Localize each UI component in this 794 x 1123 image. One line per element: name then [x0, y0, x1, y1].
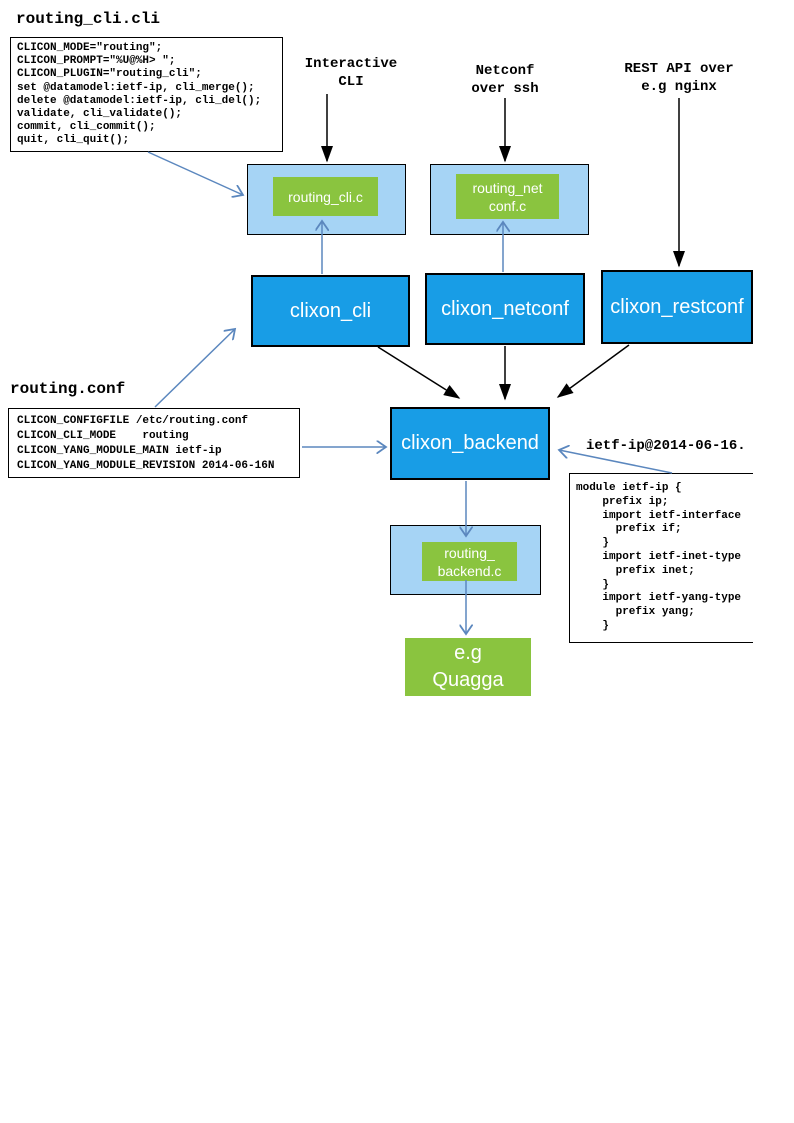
routing-cli-plugin-box: routing_cli.c: [247, 164, 406, 235]
arrow-clicode-to-plugin: [147, 151, 243, 195]
ietf-ip-module-codebox: module ietf-ip { prefix ip; import ietf-…: [569, 473, 753, 643]
clixon-restconf-box: clixon_restconf: [601, 270, 753, 344]
routing-conf-codebox: CLICON_CONFIGFILE /etc/routing.conf CLIC…: [8, 408, 300, 478]
arrow-conf-to-cli: [154, 329, 235, 408]
routing-cli-cli-codebox: CLICON_MODE="routing"; CLICON_PROMPT="%U…: [10, 37, 283, 152]
clixon-backend-box: clixon_backend: [390, 407, 550, 480]
netconf-over-ssh-label: Netconf over ssh: [471, 63, 539, 97]
arrow-cli-to-backend: [377, 346, 461, 399]
ietf-ip-file-label: ietf-ip@2014-06-16.: [586, 438, 746, 454]
clixon-netconf-box: clixon_netconf: [425, 273, 585, 345]
routing-netconf-plugin-box: routing_net conf.c: [430, 164, 589, 235]
clixon-cli-box: clixon_cli: [251, 275, 410, 347]
routing-cli-c-box: routing_cli.c: [273, 177, 378, 216]
interactive-cli-label: Interactive CLI: [304, 56, 398, 90]
routing-conf-title: routing.conf: [10, 380, 126, 398]
routing-backend-c-box: routing_ backend.c: [422, 542, 517, 581]
quagga-box: e.g Quagga: [405, 638, 531, 696]
routing-backend-plugin-box: routing_ backend.c: [390, 525, 541, 595]
rest-api-label: REST API over e.g nginx: [624, 61, 734, 95]
arrow-restconf-to-backend: [556, 344, 630, 398]
routing-cli-cli-title: routing_cli.cli: [16, 10, 161, 28]
routing-netconf-c-box: routing_net conf.c: [456, 174, 559, 219]
